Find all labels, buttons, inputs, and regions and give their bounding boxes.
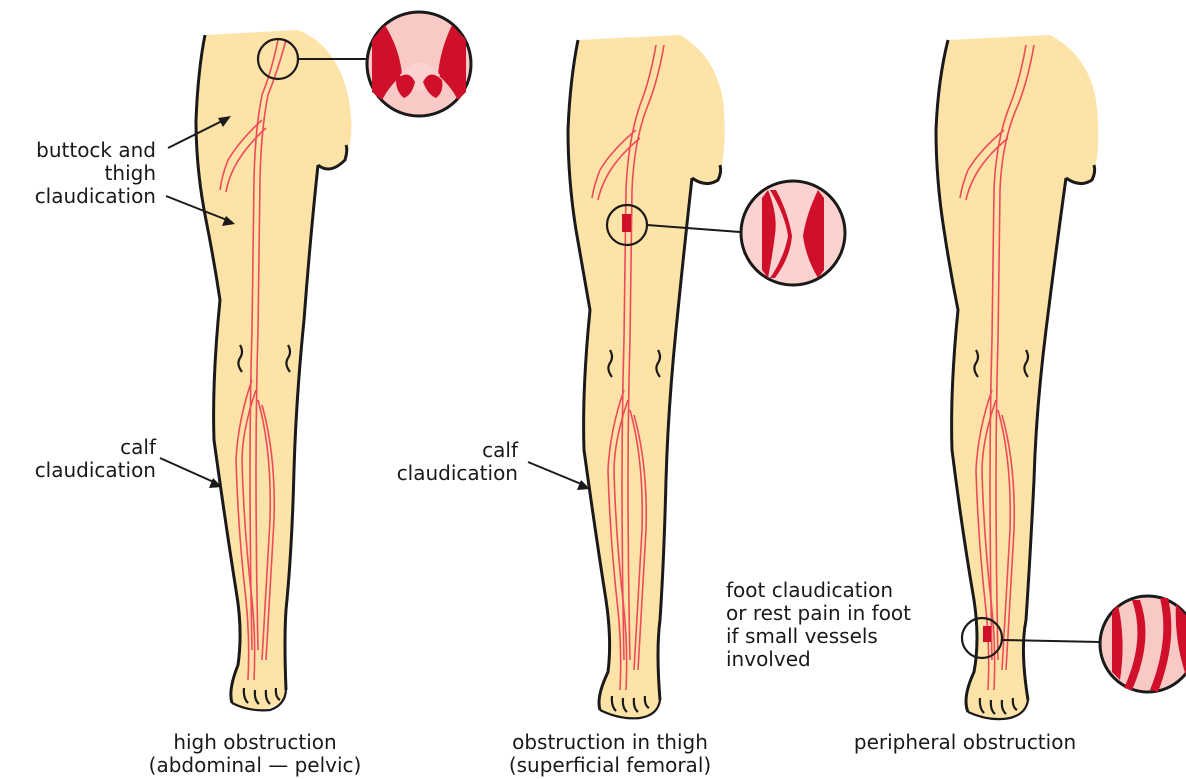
leg-1 xyxy=(160,12,471,710)
caption-leg-2: obstruction in thigh (superficial femora… xyxy=(470,731,750,777)
leg-3 xyxy=(936,35,1186,719)
label-buttock-line-3: claudication xyxy=(0,185,156,208)
zoom-2 xyxy=(741,181,845,285)
arrow-calf-1 xyxy=(160,458,222,488)
label-buttock-line-1: buttock and xyxy=(0,139,156,162)
label-calf-claudication-2: calf claudication xyxy=(360,439,518,485)
caption-leg-1-line-2: (abdominal — pelvic) xyxy=(120,754,390,777)
zoom-1 xyxy=(367,12,471,116)
arrow-calf-2 xyxy=(528,462,590,490)
label-buttock-thigh-claudication: buttock and thigh claudication xyxy=(0,139,156,208)
caption-leg-3-line-1: peripheral obstruction xyxy=(830,731,1100,754)
leg-3-skin xyxy=(936,35,1098,718)
label-calf-2-line-2: claudication xyxy=(360,462,518,485)
label-foot-claudication: foot claudication or rest pain in foot i… xyxy=(726,579,946,671)
label-foot-line-3: if small vessels xyxy=(726,625,946,648)
zoom-3 xyxy=(1100,596,1186,692)
label-calf-1-line-2: claudication xyxy=(0,459,156,482)
label-foot-line-2: or rest pain in foot xyxy=(726,602,946,625)
caption-leg-1: high obstruction (abdominal — pelvic) xyxy=(120,731,390,777)
caption-leg-1-line-1: high obstruction xyxy=(120,731,390,754)
leg-3-plaque-marker xyxy=(983,626,991,642)
label-buttock-line-2: thigh xyxy=(0,162,156,185)
label-foot-line-4: involved xyxy=(726,648,946,671)
caption-leg-2-line-2: (superficial femoral) xyxy=(470,754,750,777)
label-calf-claudication-1: calf claudication xyxy=(0,436,156,482)
leg-2-skin xyxy=(568,35,725,718)
label-calf-1-line-1: calf xyxy=(0,436,156,459)
label-foot-line-1: foot claudication xyxy=(726,579,946,602)
leg-1-skin xyxy=(196,30,351,710)
leg-2-plaque-marker xyxy=(622,214,631,232)
label-calf-2-line-1: calf xyxy=(360,439,518,462)
caption-leg-2-line-1: obstruction in thigh xyxy=(470,731,750,754)
caption-leg-3: peripheral obstruction xyxy=(830,731,1100,754)
